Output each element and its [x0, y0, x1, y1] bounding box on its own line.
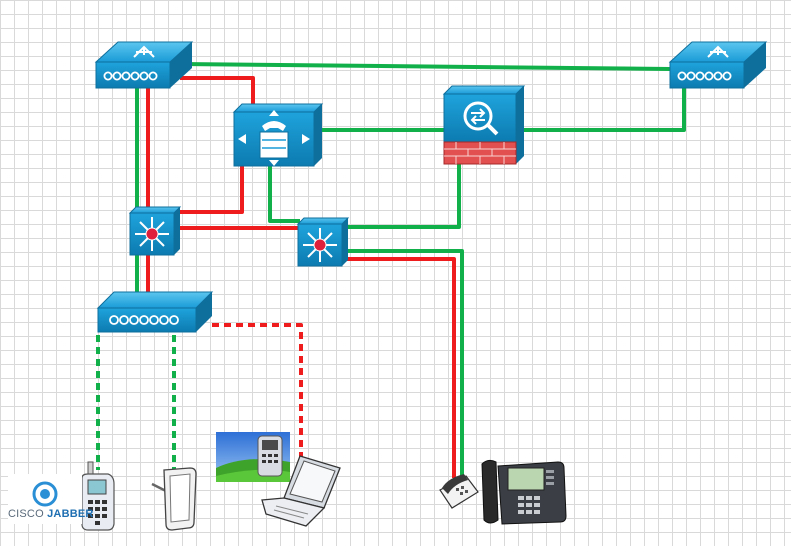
jabber-logo	[8, 474, 82, 524]
link-wlc-left-to-call-manager[interactable]	[180, 76, 255, 108]
link-wlc-left-to-wlc-right[interactable]	[179, 62, 671, 71]
tablet-icon[interactable]	[151, 467, 197, 531]
link-call-manager-to-switch-center[interactable]	[268, 162, 300, 223]
firewall-icon[interactable]	[442, 85, 526, 165]
multilayer-switch-icon[interactable]	[128, 206, 182, 256]
wireless-phone-icon[interactable]	[81, 461, 115, 531]
wireless-controller-icon[interactable]	[94, 41, 194, 89]
link-switch-center-to-ip-phone-red[interactable]	[345, 257, 456, 478]
link-switch-center-to-ip-phone-green[interactable]	[345, 249, 464, 478]
multilayer-switch-icon[interactable]	[296, 217, 350, 267]
ip-phone-icon[interactable]	[481, 459, 567, 525]
laptop-icon[interactable]	[261, 455, 341, 527]
link-ap-to-laptop[interactable]	[212, 323, 303, 468]
access-point-icon[interactable]	[96, 291, 214, 333]
link-call-manager-to-switch-left[interactable]	[178, 162, 244, 214]
desktop-wallpaper-image	[216, 432, 290, 482]
wireless-controller-icon[interactable]	[668, 41, 768, 89]
links-layer	[96, 62, 686, 478]
jabber-vendor-text: CISCO	[8, 508, 44, 520]
jabber-product-text: JABBER	[47, 508, 94, 520]
ip-phone-icon[interactable]	[439, 474, 479, 509]
link-firewall-to-switch-center[interactable]	[345, 160, 461, 229]
jabber-logo-text: CISCO JABBER	[8, 508, 94, 520]
link-firewall-to-wlc-right[interactable]	[520, 88, 686, 132]
call-manager-icon[interactable]	[232, 103, 324, 167]
